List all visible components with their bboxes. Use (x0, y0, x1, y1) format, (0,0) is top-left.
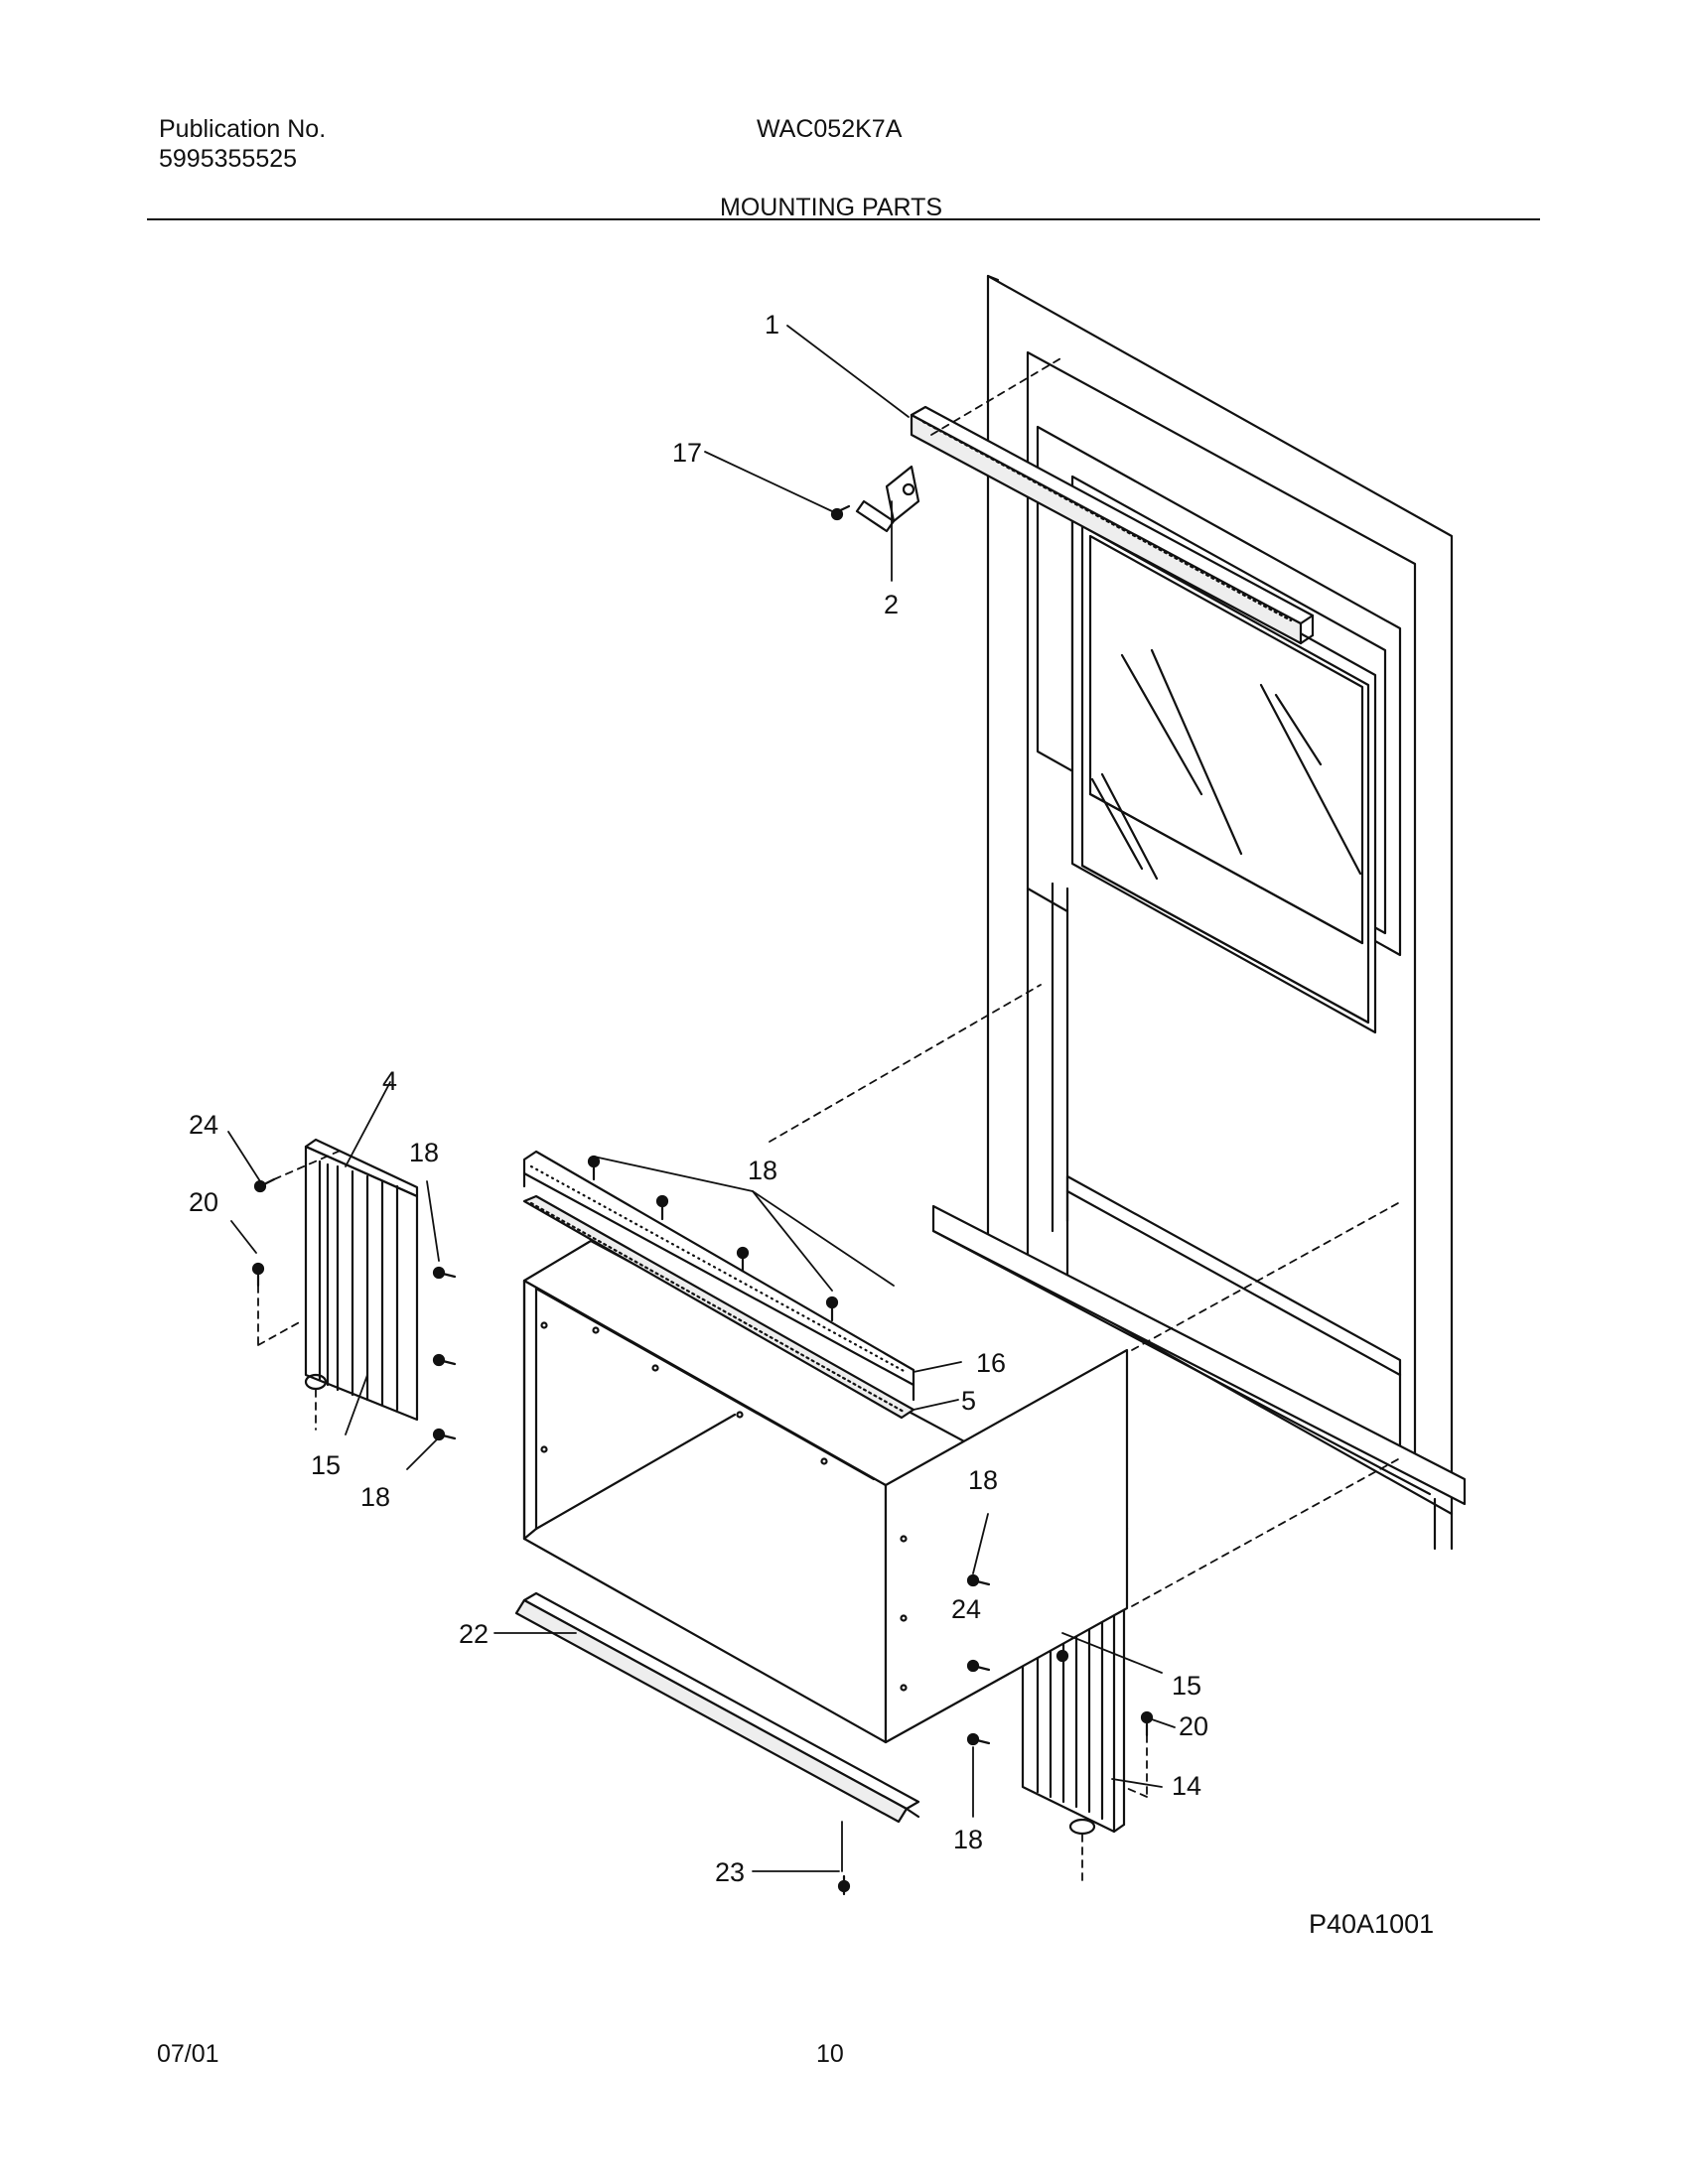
callout-4: 4 (382, 1066, 397, 1096)
callout-24-right: 24 (951, 1594, 981, 1624)
cabinet-sleeve (522, 1239, 1129, 1744)
callout-18-left-top: 18 (409, 1138, 439, 1167)
dashed-alignment (257, 356, 1399, 1882)
footer-date: 07/01 (157, 2040, 219, 2068)
callout-14: 14 (1172, 1771, 1201, 1801)
top-rail-16 (522, 1150, 915, 1402)
callout-1: 1 (765, 310, 779, 340)
section-title: MOUNTING PARTS (720, 194, 943, 221)
left-side-curtain (304, 1138, 419, 1422)
callout-2: 2 (884, 590, 899, 619)
screws (251, 1155, 1154, 1896)
callout-22: 22 (459, 1619, 489, 1649)
callout-16: 16 (976, 1348, 1006, 1378)
leader-lines (227, 325, 1176, 1872)
header-rule (147, 218, 1540, 220)
callout-17: 17 (672, 438, 702, 468)
screw-17 (830, 504, 851, 521)
callout-15-left: 15 (311, 1450, 341, 1480)
part-1-foam-strip (910, 405, 1315, 645)
callout-20-left: 20 (189, 1187, 218, 1217)
callout-5: 5 (961, 1386, 976, 1416)
callout-20-right: 20 (1179, 1711, 1208, 1741)
callout-15-right: 15 (1172, 1671, 1201, 1701)
callout-18-top-rail: 18 (748, 1156, 777, 1185)
callout-18-right-top: 18 (968, 1465, 998, 1495)
publication-label: Publication No. (159, 115, 327, 143)
model-number: WAC052K7A (757, 115, 903, 143)
window-frame (931, 274, 1467, 1551)
figure-code: P40A1001 (1309, 1909, 1435, 1939)
page-number: 10 (816, 2040, 844, 2068)
sill-support-22 (514, 1591, 920, 1824)
callout-labels: 1 17 2 4 24 18 20 15 18 18 16 5 18 24 15… (189, 310, 1208, 1887)
publication-number: 5995355525 (159, 145, 298, 173)
callout-23: 23 (715, 1857, 745, 1887)
callout-18-right-bottom: 18 (953, 1825, 983, 1854)
callout-24-left: 24 (189, 1110, 218, 1140)
callout-18-left-bottom: 18 (360, 1482, 390, 1512)
part-2-bracket (855, 465, 920, 533)
